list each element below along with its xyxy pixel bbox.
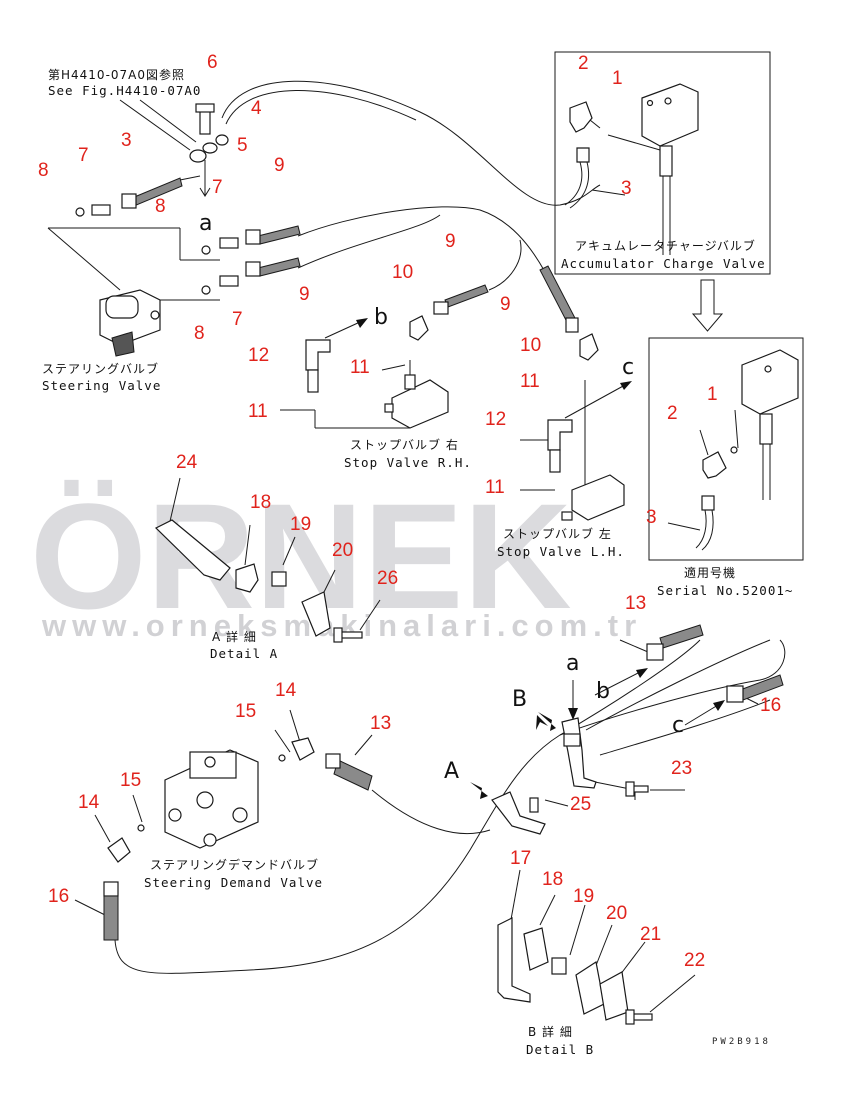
letter-a-upper: a [199,211,212,236]
part-number: 25 [570,794,591,815]
part-number: 9 [500,294,511,315]
part-number: 7 [212,177,223,198]
demand-valve-label-en: Steering Demand Valve [144,875,323,890]
letter-c-upper: c [622,355,634,380]
part-number: 19 [573,886,594,907]
hoses [114,80,786,974]
text-labels: 第H4410-07A0図参照 See Fig.H4410-07A0 アキュムレー… [42,67,793,1057]
letter-view-a: A [444,759,459,784]
letter-a-lower: a [566,651,579,676]
accumulator-label-en: Accumulator Charge Valve [561,256,766,271]
part-number: 15 [120,770,141,791]
letter-view-b: B [512,687,527,712]
drawing-code: PW2B918 [712,1037,771,1047]
accumulator-valve-lower-graphic [741,349,799,500]
part-number: 14 [275,680,297,701]
part-number: 9 [445,231,456,252]
part-number: 11 [485,477,505,498]
letter-c-lower: c [672,713,684,738]
part-number: 7 [232,309,243,330]
part-number: 3 [621,178,632,199]
part-number: 3 [646,507,657,528]
part-number: 8 [38,160,49,181]
part-number: 1 [707,384,718,405]
accumulator-valve-graphic [641,83,699,255]
part-number: 23 [671,758,692,779]
part-number: 26 [377,568,398,589]
part-number: 1 [612,68,623,89]
inset-arrow [691,279,724,332]
part-number: 8 [194,323,205,344]
demand-valve-label-jp: ステアリングデマンドバルブ [150,857,319,872]
direction-arrows [199,180,725,799]
watermark-brand: ÖRNEK [30,472,572,640]
part-number: 19 [290,514,311,535]
stop-valve-lh-label-jp: ストップバルブ 左 [503,526,612,541]
steering-demand-valve-graphic [164,749,259,849]
part-numbers: 6 4 5 3 7 8 7 8 9 9 8 7 9 10 9 12 11 11 … [38,52,781,971]
watermark: ÖRNEK www.orneksmakinalari.com.tr [30,472,636,643]
part-number: 4 [251,98,262,119]
serial-label-en: Serial No.52001~ [657,583,793,598]
steering-valve-graphic [99,289,161,357]
part-number: 2 [578,53,589,74]
letter-b-lower: b [596,679,610,704]
part-number: 2 [667,403,678,424]
accumulator-inset-box [554,51,771,275]
letter-b-upper: b [374,305,388,330]
detail-b-label-jp: B 詳 細 [528,1024,573,1039]
part-number: 18 [542,869,563,890]
detail-a-label-jp: A 詳 細 [212,629,257,644]
part-number: 15 [235,701,256,722]
part-number: 12 [248,345,269,366]
view-letters: a b c a b c A B [199,211,684,784]
steering-valve-label-jp: ステアリングバルブ [42,361,159,376]
serial-inset-box [648,337,804,561]
part-number: 24 [176,452,198,473]
part-number: 20 [332,540,353,561]
part-number: 7 [78,145,89,166]
part-number: 3 [121,130,132,151]
part-number: 16 [760,695,781,716]
part-number: 6 [207,52,218,73]
part-number: 14 [78,792,100,813]
steering-valve-label-en: Steering Valve [42,378,161,393]
detail-a-label-en: Detail A [210,646,278,661]
stop-valve-lh-label-en: Stop Valve L.H. [497,544,625,559]
serial-label-jp: 適用号機 [684,565,736,580]
part-number: 18 [250,492,271,513]
part-number: 5 [237,135,248,156]
stop-valve-rh-label-en: Stop Valve R.H. [344,455,472,470]
ref-label-en: See Fig.H4410-07A0 [48,83,201,98]
part-number: 13 [370,713,391,734]
part-number: 9 [274,155,285,176]
part-number: 11 [248,401,268,422]
part-number: 20 [606,903,627,924]
part-number: 12 [485,409,506,430]
part-number: 22 [684,950,705,971]
accumulator-label-jp: アキュムレータチャージバルブ [575,238,756,253]
part-number: 13 [625,593,646,614]
part-number: 8 [155,196,166,217]
part-number: 9 [299,284,310,305]
part-number: 17 [510,848,531,869]
part-number: 11 [350,357,370,378]
stop-valve-rh-label-jp: ストップバルブ 右 [350,437,459,452]
ref-label-jp: 第H4410-07A0図参照 [48,67,185,82]
parts-graphics [75,83,799,1025]
part-number: 10 [520,335,541,356]
part-number: 10 [392,262,413,283]
part-number: 21 [640,924,661,945]
detail-b-label-en: Detail B [526,1042,594,1057]
part-number: 16 [48,886,69,907]
part-number: 11 [520,371,540,392]
